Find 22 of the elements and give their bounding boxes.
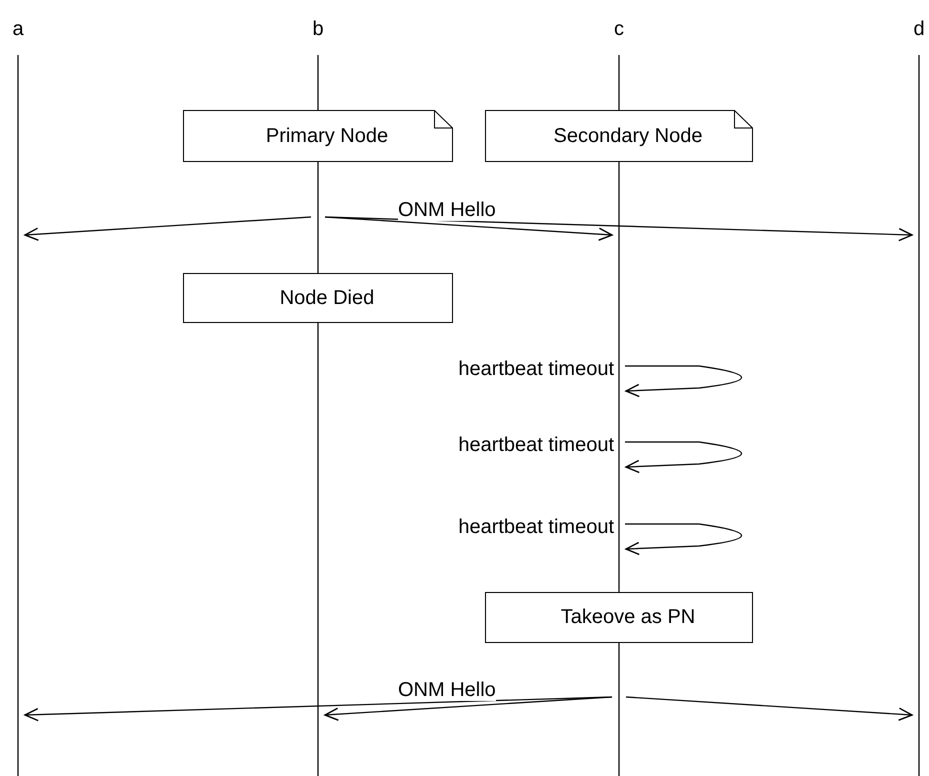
lifeline-label: b: [312, 18, 324, 41]
message-arrow: [324, 216, 913, 242]
edge-label: ONM Hello: [398, 199, 496, 221]
note-text: Secondary Node: [554, 124, 702, 148]
note-box: [485, 110, 753, 162]
note-text: Primary Node: [266, 124, 388, 148]
action-text: Node Died: [280, 286, 374, 310]
message-arrow: [626, 696, 913, 721]
message-arrow: [324, 216, 613, 241]
message-arrow: [324, 696, 612, 721]
self-arrow: [625, 523, 742, 556]
action-box: [183, 273, 453, 323]
action-text: Takeove as PN: [560, 606, 696, 629]
note-box: [183, 110, 453, 162]
self-arrow: [625, 365, 742, 398]
self-arrow: [625, 441, 742, 474]
lifeline-label: c: [613, 18, 625, 41]
lifeline-label: a: [12, 18, 24, 41]
lifeline-label: d: [913, 18, 925, 41]
action-box: [485, 592, 753, 643]
edge-label: ONM Hello: [398, 679, 496, 701]
message-arrow: [24, 216, 312, 241]
